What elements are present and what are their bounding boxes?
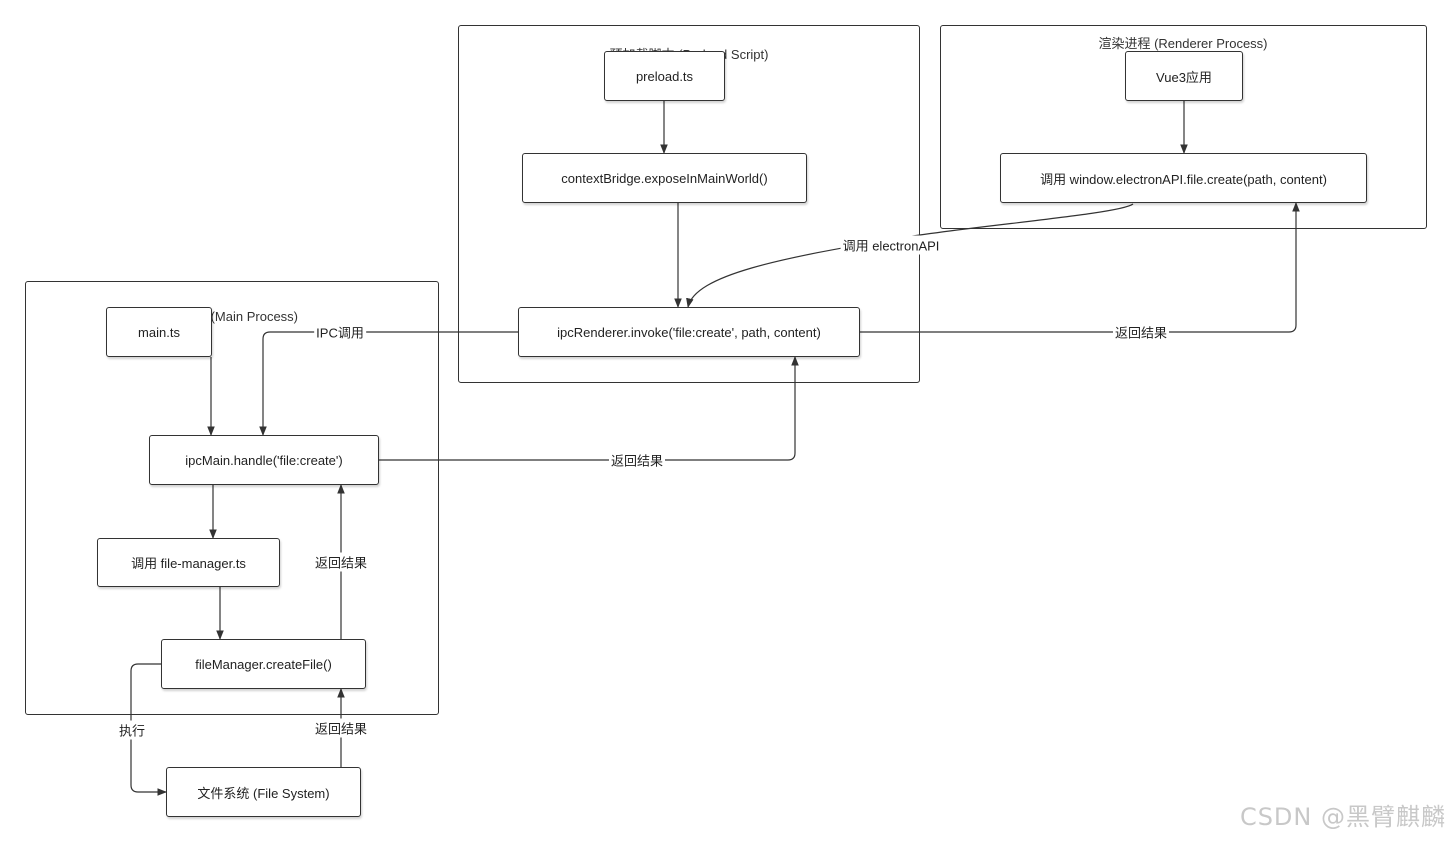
node-context-bridge[interactable]: contextBridge.exposeInMainWorld()	[522, 153, 807, 203]
edge-ipcmain-return-preload	[378, 356, 799, 461]
node-ipc-renderer-invoke[interactable]: ipcRenderer.invoke('file:create', path, …	[518, 307, 860, 357]
node-label: 文件系统 (File System)	[197, 785, 330, 801]
group-main-process	[25, 281, 439, 715]
edge-label-execute: 执行	[116, 720, 148, 740]
node-label: 调用 window.electronAPI.file.create(path, …	[1040, 171, 1327, 187]
edge-invoke-return-renderer	[860, 202, 1300, 333]
node-label: 调用 file-manager.ts	[131, 556, 246, 571]
edge-label-return-renderer: 返回结果	[1112, 322, 1170, 342]
node-label: main.ts	[138, 324, 180, 340]
edge-label-return-preload: 返回结果	[608, 450, 666, 470]
edge-label-call-electron-api: 调用 electronAPI	[840, 235, 942, 255]
node-call-electron-api[interactable]: 调用 window.electronAPI.file.create(path, …	[1000, 153, 1367, 203]
node-ipc-main-handle[interactable]: ipcMain.handle('file:create')	[149, 435, 379, 485]
node-label: Vue3应用	[1156, 69, 1212, 85]
edge-label-return-fs: 返回结果	[312, 718, 370, 738]
node-file-system[interactable]: 文件系统 (File System)	[166, 767, 361, 817]
node-vue3-app[interactable]: Vue3应用	[1125, 51, 1243, 101]
node-label: preload.ts	[635, 68, 694, 84]
node-main-ts[interactable]: main.ts	[106, 307, 212, 357]
edge-label-return-main: 返回结果	[312, 552, 370, 572]
edge-call-to-invoke	[686, 203, 1134, 308]
node-create-file[interactable]: fileManager.createFile()	[161, 639, 366, 689]
node-label: ipcRenderer.invoke('file:create', path, …	[557, 324, 821, 340]
edge-label-ipc-call: IPC调用	[314, 322, 366, 342]
edge-invoke-to-ipcmain	[259, 331, 518, 436]
node-preload-ts[interactable]: preload.ts	[604, 51, 725, 101]
node-label: contextBridge.exposeInMainWorld()	[561, 170, 768, 186]
node-label: fileManager.createFile()	[195, 656, 332, 672]
node-label: ipcMain.handle('file:create')	[185, 452, 343, 468]
group-title-renderer: 渲染进程 (Renderer Process)	[1098, 36, 1268, 51]
node-call-file-manager[interactable]: 调用 file-manager.ts	[97, 538, 280, 587]
watermark-text: CSDN @黑臂麒麟	[1239, 803, 1446, 831]
